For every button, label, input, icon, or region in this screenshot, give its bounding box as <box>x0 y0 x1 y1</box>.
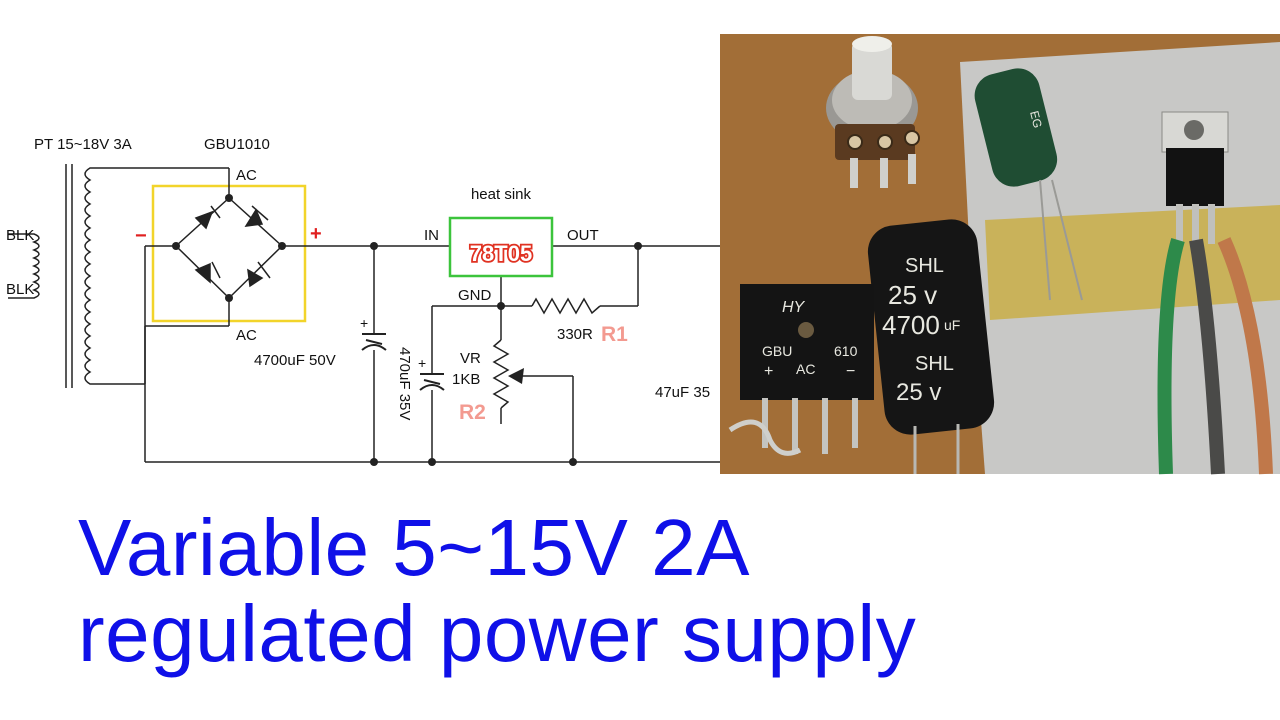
orange-wire <box>1217 237 1273 475</box>
junction-gnd <box>497 302 505 310</box>
junction-vr-bottom <box>569 458 577 466</box>
vr-label: VR <box>460 350 481 367</box>
cap-brand: SHL <box>905 255 944 277</box>
bridge-node-top <box>225 194 233 202</box>
regulator-body <box>458 236 544 268</box>
bridge-label: GBU1010 <box>204 136 270 153</box>
c1-plus: + <box>360 315 368 331</box>
bridge-plus: + <box>764 363 773 380</box>
bridge-num: 610 <box>834 343 858 359</box>
potentiometer <box>826 36 920 188</box>
junction-out <box>634 242 642 250</box>
big-electrolytic-capacitor: SHL 25 v 4700 uF SHL 25 v <box>867 219 995 474</box>
bridge-rectifier <box>144 167 284 384</box>
bridge-node-left <box>172 242 180 250</box>
junction-c1-bottom <box>370 458 378 466</box>
cap-unit: uF <box>944 317 960 333</box>
schematic-background <box>0 118 722 518</box>
regulator-photo <box>1161 111 1229 244</box>
cap-voltage: 25 v <box>888 280 937 310</box>
regulator-label: 78T05 <box>470 241 532 266</box>
r1-ref-label: R1 <box>601 323 628 346</box>
cap-value: 4700 <box>882 310 940 340</box>
bridge-ac-bottom-label: AC <box>236 327 257 344</box>
headline-line-2: regulated power supply <box>78 589 917 678</box>
c3-value-label: 47uF 35 <box>655 384 710 401</box>
bridge-minus-label: − <box>135 225 147 247</box>
headline-line-1: Variable 5~15V 2A <box>78 503 750 592</box>
bridge-gbu: GBU <box>762 343 792 359</box>
primary-top-label: BLK <box>6 227 34 244</box>
circuit-schematic: PT 15~18V 3A BLK BLK GBU1010 AC AC − + <box>0 34 1280 518</box>
vr-wiper-arrow <box>508 368 524 384</box>
bridge-ac: AC <box>796 361 815 377</box>
cap-brand-2: SHL <box>915 353 954 375</box>
small-green-capacitor: EG <box>974 68 1083 301</box>
cap-voltage-2: 25 v <box>896 379 941 406</box>
bridge-rectifier-photo: HY GBU 610 + AC − <box>728 284 874 456</box>
small-cap-label: EG <box>1027 109 1045 129</box>
reg-out-label: OUT <box>567 227 599 244</box>
capacitor-c2 <box>419 373 445 391</box>
r2-ref-label: R2 <box>459 401 486 424</box>
vr-value-label: 1KB <box>452 371 480 388</box>
c2-value-label: 470uF 35V <box>396 347 413 420</box>
capacitor-c1 <box>361 333 387 351</box>
c1-value-label: 4700uF 50V <box>254 352 336 369</box>
primary-bottom-label: BLK <box>6 281 34 298</box>
grey-wire <box>1189 238 1225 475</box>
r1-value-label: 330R <box>557 326 593 343</box>
bridge-minus: − <box>846 363 855 380</box>
c2-plus: + <box>418 355 426 371</box>
junction-c1-top <box>370 242 378 250</box>
heat-sink-label: heat sink <box>471 186 532 203</box>
component-photo: EG SHL 25 v 4700 uF SHL 25 v <box>720 34 1280 475</box>
bridge-ac-top-label: AC <box>236 167 257 184</box>
bridge-node-bottom <box>225 294 233 302</box>
bridge-plus-label: + <box>310 223 322 245</box>
transformer <box>8 164 145 388</box>
bridge-brand: HY <box>782 299 806 316</box>
reg-gnd-label: GND <box>458 287 492 304</box>
junction-c2-bottom <box>428 458 436 466</box>
reg-in-label: IN <box>424 227 439 244</box>
green-wire <box>1157 237 1185 475</box>
transformer-label: PT 15~18V 3A <box>34 136 132 153</box>
